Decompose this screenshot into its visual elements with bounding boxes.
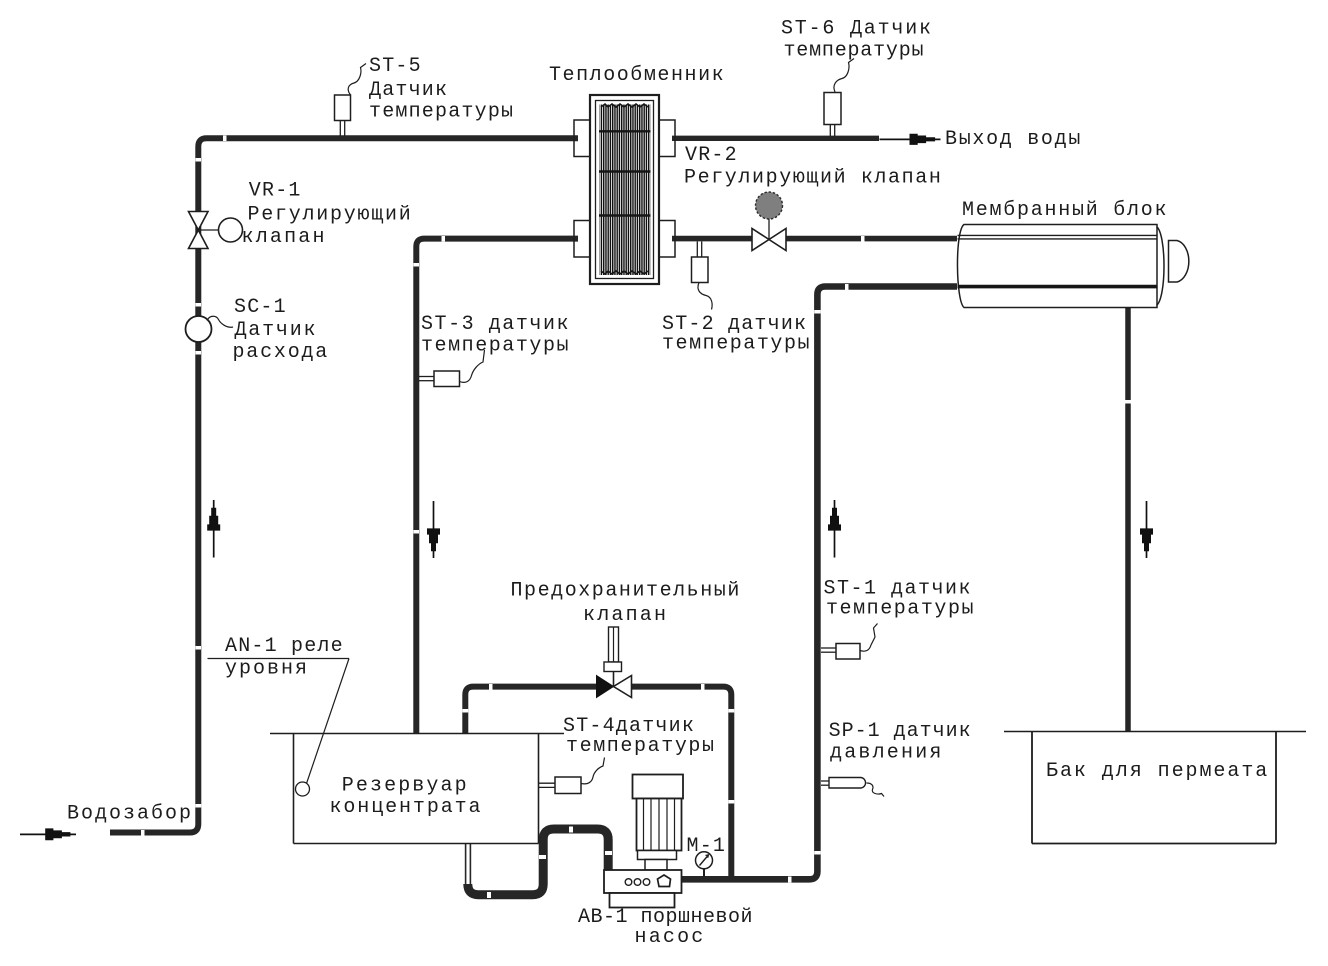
svg-text:ST-4датчик: ST-4датчик — [563, 715, 695, 738]
svg-text:Регулирующий: Регулирующий — [248, 204, 413, 227]
svg-text:Теплообменник: Теплообменник — [549, 64, 725, 87]
svg-text:ST-3 датчик: ST-3 датчик — [421, 313, 570, 336]
svg-text:ST-1 датчик: ST-1 датчик — [824, 578, 973, 601]
svg-text:M-1: M-1 — [687, 835, 727, 858]
svg-text:насос: насос — [635, 926, 706, 949]
svg-text:Предохранительный: Предохранительный — [511, 580, 741, 603]
svg-text:SP-1 датчик: SP-1 датчик — [829, 720, 972, 743]
svg-text:Бак для пермеата: Бак для пермеата — [1046, 760, 1269, 783]
svg-text:температуры: температуры — [369, 101, 514, 124]
svg-text:температуры: температуры — [421, 335, 570, 358]
svg-text:ST-2 датчик: ST-2 датчик — [662, 313, 807, 336]
svg-text:VR-2: VR-2 — [685, 144, 738, 167]
svg-text:расхода: расхода — [233, 341, 330, 364]
svg-text:температуры: температуры — [784, 40, 925, 63]
svg-text:Резервуар: Резервуар — [342, 775, 469, 798]
svg-text:температуры: температуры — [662, 333, 811, 356]
svg-text:ST-5: ST-5 — [369, 55, 422, 78]
svg-text:концентрата: концентрата — [330, 796, 483, 819]
svg-text:Датчик: Датчик — [235, 319, 318, 342]
svg-text:AB-1 поршневой: AB-1 поршневой — [578, 906, 753, 929]
svg-text:VR-1: VR-1 — [249, 179, 302, 202]
svg-text:температуры: температуры — [566, 735, 716, 758]
svg-text:уровня: уровня — [225, 658, 309, 681]
svg-text:AN-1 реле: AN-1 реле — [225, 635, 344, 658]
svg-text:Выход воды: Выход воды — [945, 128, 1082, 151]
svg-text:температуры: температуры — [826, 598, 975, 621]
svg-text:Мембранный блок: Мембранный блок — [962, 199, 1168, 222]
svg-text:клапан: клапан — [242, 226, 327, 249]
svg-text:клапан: клапан — [583, 604, 668, 627]
svg-text:Датчик: Датчик — [369, 79, 448, 102]
svg-text:SC-1: SC-1 — [234, 296, 287, 319]
svg-text:Водозабор: Водозабор — [67, 803, 193, 826]
svg-text:ST-6 Датчик: ST-6 Датчик — [781, 18, 933, 41]
svg-text:давления: давления — [830, 742, 944, 765]
svg-text:Регулирующий клапан: Регулирующий клапан — [684, 167, 942, 190]
